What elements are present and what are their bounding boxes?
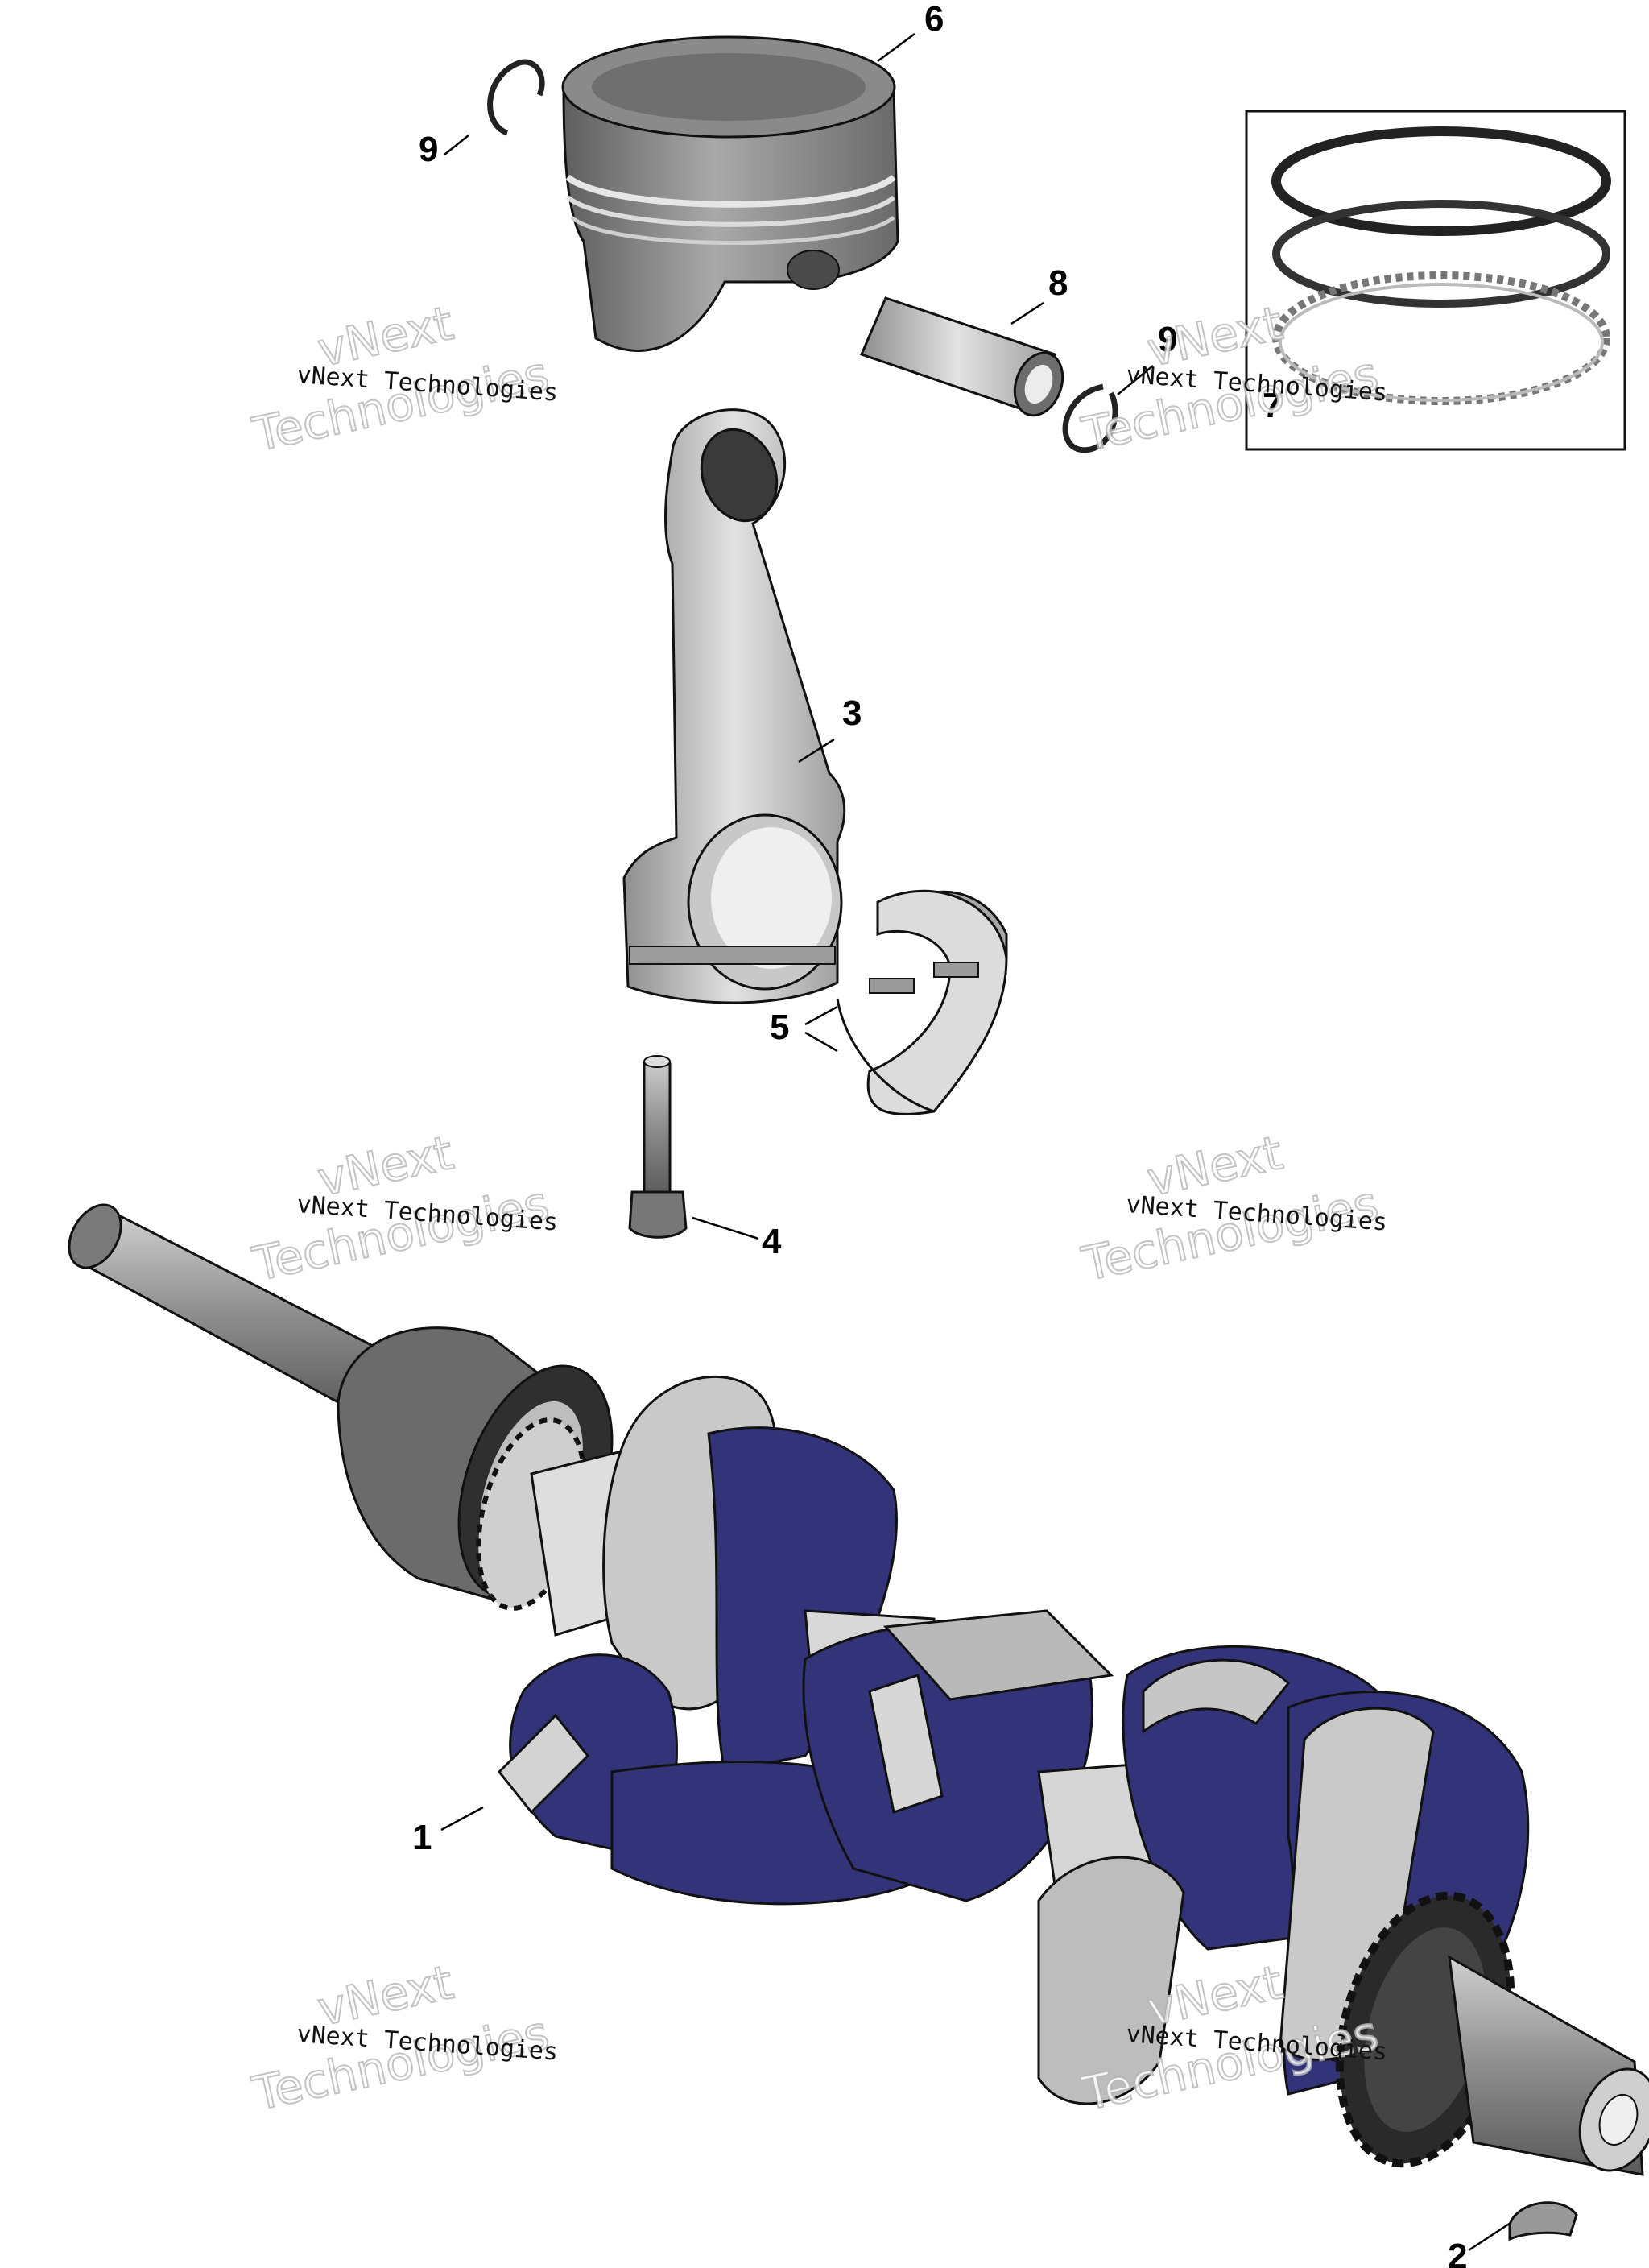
- woodruff-key: [1508, 2201, 1578, 2241]
- watermark-big-2: Technologies: [248, 1176, 554, 1292]
- watermark-big-2: Technologies: [248, 346, 554, 462]
- crankshaft: [68, 1203, 1649, 2176]
- callout-2: 2: [1448, 2237, 1467, 2268]
- callout-9-right: 9: [1158, 320, 1177, 359]
- watermark-top-right: vNext Technologies vNext Technologies: [1077, 295, 1388, 463]
- circlip-right: [1062, 383, 1118, 453]
- rod-bearing-shells: [836, 889, 1008, 1115]
- watermark-big-2: Technologies: [1077, 346, 1383, 462]
- watermark-mid-right: vNext Technologies vNext Technologies: [1077, 1124, 1388, 1293]
- connecting-rod: [622, 408, 846, 1004]
- piston-pin: [859, 296, 1064, 417]
- watermark-big-2: Technologies: [248, 2005, 554, 2121]
- watermark-top-left: vNext Technologies vNext Technologies: [247, 295, 559, 463]
- callout-4: 4: [762, 1222, 782, 1261]
- con-rod-bolt: [628, 1055, 688, 1239]
- callout-8: 8: [1048, 263, 1068, 303]
- callout-5: 5: [770, 1008, 789, 1047]
- circlip-left: [487, 59, 545, 136]
- watermark-big-2: Technologies: [1077, 1176, 1383, 1292]
- piston-ring-set-box: [1245, 110, 1626, 451]
- watermark-bottom-left: vNext Technologies vNext Technologies: [247, 1954, 559, 2122]
- leader-lines: [440, 32, 1511, 2252]
- callout-1: 1: [412, 1818, 432, 1857]
- watermark-mid-left: vNext Technologies vNext Technologies: [247, 1124, 559, 1293]
- callout-3: 3: [842, 693, 862, 733]
- callout-6: 6: [924, 0, 944, 39]
- callout-labels: 6 9 8 9 7 3 5 4 1 2: [412, 0, 1467, 2268]
- piston: [561, 35, 899, 352]
- callout-7: 7: [1263, 386, 1282, 425]
- callout-9-left: 9: [419, 130, 438, 169]
